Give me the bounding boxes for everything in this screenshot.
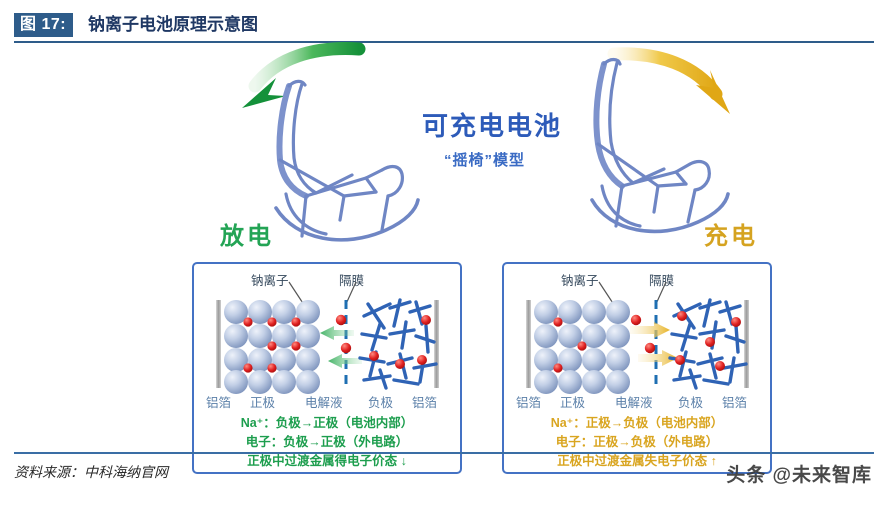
ion-flow-arrows-left [320, 326, 362, 368]
rocking-chair-left-icon [274, 79, 420, 242]
header-divider [14, 41, 874, 43]
figure-number-badge: 图 17: [14, 13, 74, 37]
separator-callout-left: 隔膜 [339, 274, 365, 288]
electrode-label-cathode-right: 正极 [560, 396, 586, 410]
discharge-equation-3: 正极中过渡金属得电子价态 ↓ [247, 454, 407, 468]
charge-equation-1: Na⁺：正极→负极（电池内部） [550, 416, 724, 430]
discharge-cell-diagram [216, 281, 439, 394]
discharge-equation-1: Na⁺：负极→正极（电池内部） [240, 416, 414, 430]
footer-divider [14, 452, 874, 454]
illustration-main-title: 可充电电池 [422, 111, 563, 141]
electrode-label-electrolyte-right: 电解液 [615, 396, 653, 410]
electrode-label-al-foil-left-0: 铝箔 [206, 396, 232, 410]
electrode-label-al-foil-left-1: 铝箔 [412, 396, 438, 410]
discharge-panel: 钠离子 隔膜 [192, 262, 462, 474]
discharge-equation-2: 电子：负极→正极（外电路） [245, 435, 409, 449]
diagram-canvas: 可充电电池 “摇椅”模型 放电 充电 钠离子 隔膜 [14, 42, 874, 474]
discharge-arrow-icon [242, 42, 366, 108]
sodium-ion-callout-left: 钠离子 [251, 274, 289, 288]
charge-equation-2: 电子：正极→负极（外电路） [555, 435, 719, 449]
separator-callout-right: 隔膜 [649, 274, 675, 288]
page-title: 钠离子电池原理示意图 [88, 15, 258, 34]
sodium-ion-callout-right: 钠离子 [561, 274, 599, 288]
electrode-label-cathode-left: 正极 [250, 396, 276, 410]
illustration-sub-title: “摇椅”模型 [444, 152, 526, 169]
charge-equation-3: 正极中过渡金属失电子价态 ↑ [557, 454, 717, 468]
source-note: 资料来源：中科海纳官网 [14, 466, 168, 481]
electrode-label-al-foil-right-0: 铝箔 [516, 396, 542, 410]
electrode-label-anode-right: 负极 [678, 396, 704, 410]
electrode-label-electrolyte-left: 电解液 [305, 396, 343, 410]
charge-cell-diagram [526, 281, 749, 394]
charge-arrow-icon [607, 47, 730, 114]
discharge-label: 放电 [220, 223, 274, 250]
rocking-chair-right-icon [590, 57, 730, 234]
rocking-chair-illustration [242, 42, 730, 242]
figure-header: 图 17: 钠离子电池原理示意图 [14, 13, 874, 39]
watermark: 头条 @未来智库 [726, 465, 872, 486]
electrode-label-al-foil-right-1: 铝箔 [722, 396, 748, 410]
electrode-label-anode-left: 负极 [368, 396, 394, 410]
ion-flow-arrows-right [630, 322, 678, 366]
charge-panel: 钠离子 隔膜 [502, 262, 772, 474]
charge-label: 充电 [704, 223, 758, 250]
